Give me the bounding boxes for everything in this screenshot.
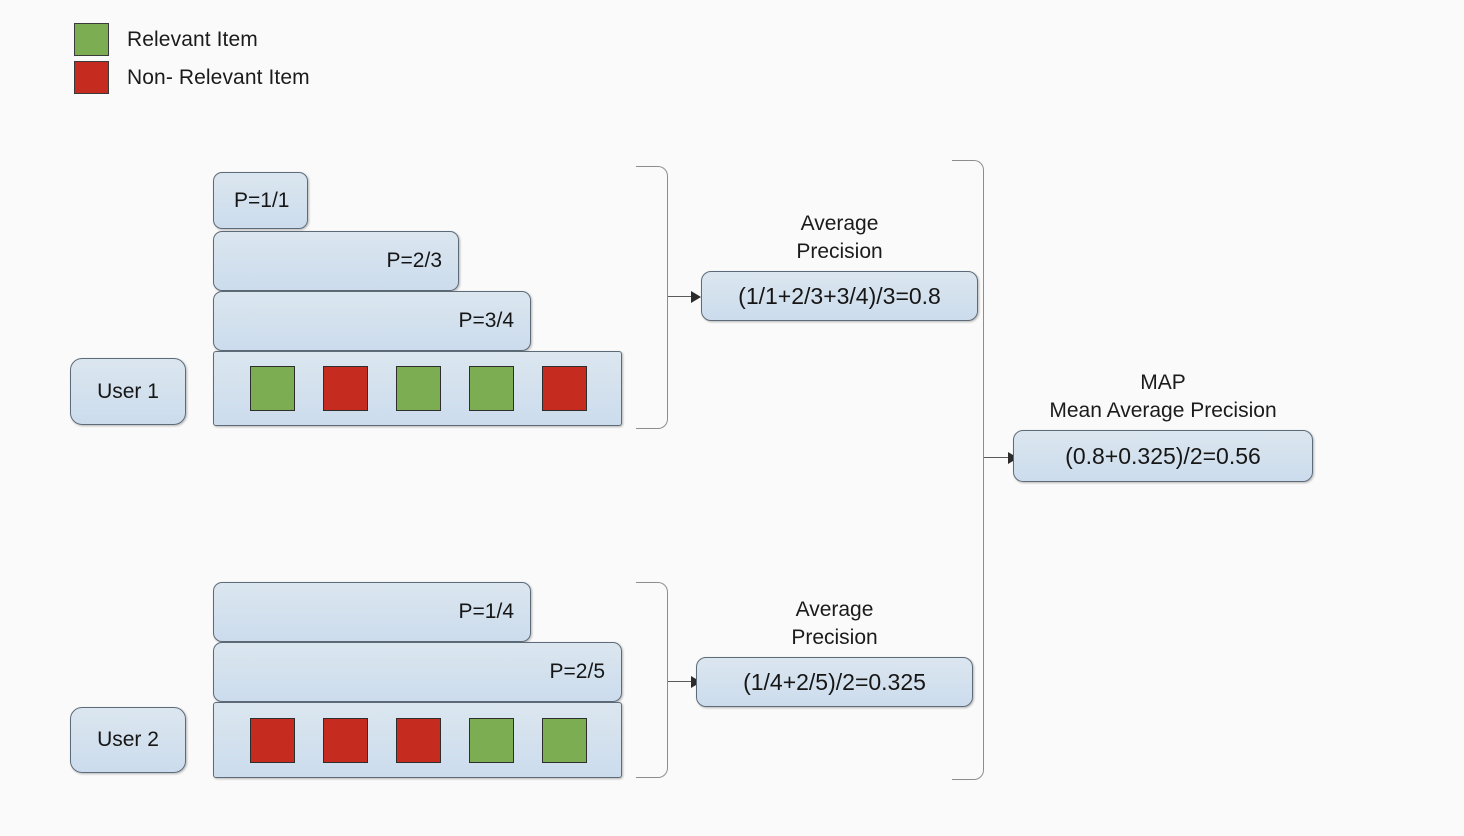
user2-precision-label-2: P=2/5 [549,660,605,683]
user1-precision-label-3: P=3/4 [458,309,514,332]
green-square-icon [74,23,109,56]
legend-label-non-relevant: Non- Relevant Item [127,65,310,89]
user2-arrow-line [668,681,693,683]
user1-ap-caption: Average Precision [796,212,883,263]
user1-pill: User 1 [70,358,186,425]
user1-item-2-non-relevant [323,366,368,411]
user1-items-row [213,351,622,426]
user1-item-4-relevant [469,366,514,411]
map-caption: MAP Mean Average Precision [1049,371,1277,422]
user1-arrow-head [691,291,701,303]
user1-item-5-non-relevant [542,366,587,411]
map-box: (0.8+0.325)/2=0.56 [1013,430,1313,482]
map-bracket [952,160,984,780]
user2-bracket [636,582,668,778]
user1-label: User 1 [97,379,159,403]
user1-precision-label-1: P=1/1 [234,188,290,212]
user1-ap-box: (1/1+2/3+3/4)/3=0.8 [701,271,978,321]
user2-item-4-relevant [469,717,514,763]
user2-item-1-non-relevant [250,717,295,763]
user2-precision-bar-2: P=2/5 [213,642,622,702]
user2-label: User 2 [97,728,159,751]
user2-item-2-non-relevant [323,717,368,763]
user1-precision-label-2: P=2/3 [386,249,442,272]
user1-arrow-line [668,296,693,298]
user2-precision-bar-1: P=1/4 [213,582,531,642]
user1-precision-bar-1: P=1/1 [213,172,308,229]
user2-ap-caption: Average Precision [791,598,878,649]
user1-precision-bar-3: P=3/4 [213,291,531,351]
map-formula: (0.8+0.325)/2=0.56 [1065,442,1261,469]
red-square-icon [74,61,109,94]
user2-items-row [213,702,622,778]
user1-item-1-relevant [250,366,295,411]
user2-ap-box: (1/4+2/5)/2=0.325 [696,657,973,707]
user2-ap-formula: (1/4+2/5)/2=0.325 [743,668,926,695]
user1-bracket [636,166,668,429]
legend-item-non-relevant: Non- Relevant Item [74,61,310,94]
legend-item-relevant: Relevant Item [74,23,258,56]
user1-item-3-relevant [396,366,441,411]
user2-item-5-relevant [542,717,587,763]
user1-precision-bar-2: P=2/3 [213,231,459,291]
map-arrow-line [984,457,1010,459]
user2-precision-label-1: P=1/4 [458,600,514,623]
user1-ap-formula: (1/1+2/3+3/4)/3=0.8 [738,282,941,309]
user2-item-3-non-relevant [396,717,441,763]
user2-pill: User 2 [70,707,186,773]
legend-label-relevant: Relevant Item [127,27,258,51]
